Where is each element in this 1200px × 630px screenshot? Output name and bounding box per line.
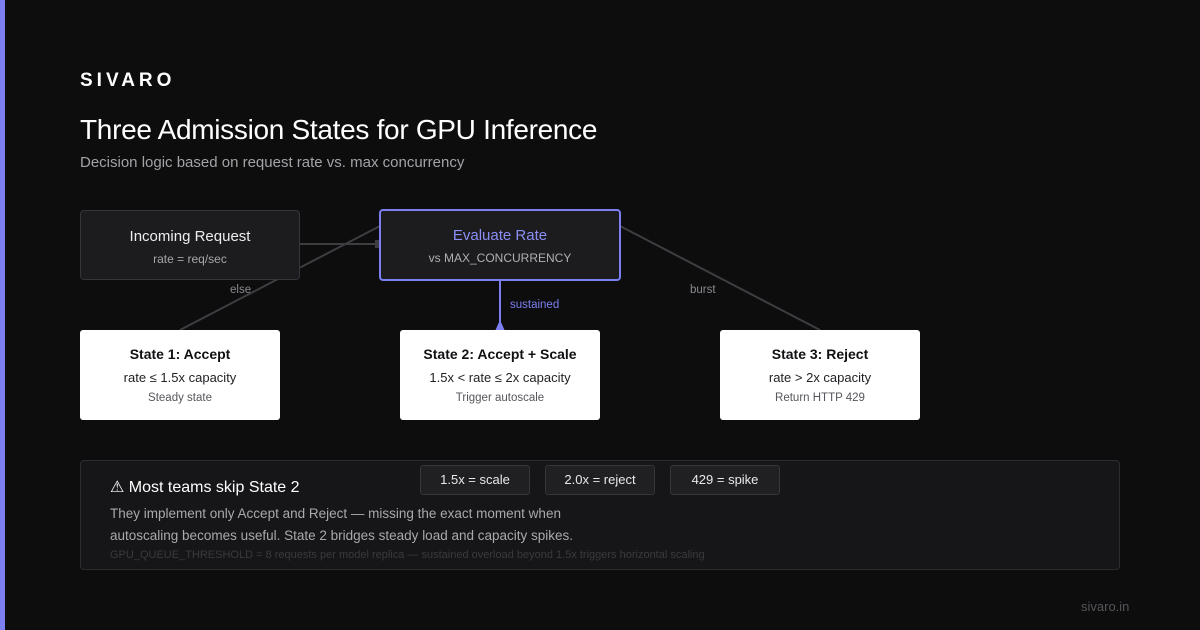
evaluate-rate-node: Evaluate Rate vs MAX_CONCURRENCY <box>379 209 621 281</box>
state-accept-node: State 1: Accept rate ≤ 1.5x capacity Ste… <box>80 330 280 420</box>
incoming-request-node: Incoming Request rate = req/sec <box>80 210 300 280</box>
edge-label-else: else <box>230 284 252 296</box>
accent-bar <box>0 0 5 630</box>
edge-label-burst: burst <box>690 284 716 296</box>
incoming-request-sub: rate = req/sec <box>153 252 227 266</box>
state-note: Return HTTP 429 <box>775 392 865 404</box>
state-accept-scale-node: State 2: Accept + Scale 1.5x < rate ≤ 2x… <box>400 330 600 420</box>
state-note: Trigger autoscale <box>455 392 545 404</box>
threshold-pill-spike: 429 = spike <box>670 465 780 495</box>
state-rule: rate > 2x capacity <box>768 370 872 385</box>
edge-sustained-arrowhead <box>495 320 505 331</box>
evaluate-rate-sub: vs MAX_CONCURRENCY <box>428 251 572 265</box>
edge-label-sustained: sustained <box>510 299 560 311</box>
brand-logo: SIVARO <box>80 70 176 91</box>
incoming-request-title: Incoming Request <box>129 228 251 245</box>
threshold-pill-scale: 1.5x = scale <box>420 465 530 495</box>
callout-footnote: GPU_QUEUE_THRESHOLD = 8 requests per mod… <box>110 549 705 561</box>
footer-url: sivaro.in <box>1081 599 1130 614</box>
page-title: Three Admission States for GPU Inference <box>80 114 598 145</box>
callout-body: They implement only Accept and Reject — … <box>110 506 574 543</box>
threshold-pill-reject: 2.0x = reject <box>545 465 655 495</box>
edge-burst <box>619 225 821 331</box>
state-title: State 1: Accept <box>129 346 231 362</box>
state-note: Steady state <box>148 392 212 404</box>
state-rule: rate ≤ 1.5x capacity <box>123 370 237 385</box>
callout-title: ⚠ Most teams skip State 2 <box>110 479 300 496</box>
state-title: State 3: Reject <box>771 346 869 362</box>
state-title: State 2: Accept + Scale <box>423 346 577 362</box>
state-reject-node: State 3: Reject rate > 2x capacity Retur… <box>720 330 920 420</box>
state-rule: 1.5x < rate ≤ 2x capacity <box>429 370 571 385</box>
page-subtitle: Decision logic based on request rate vs.… <box>80 154 465 171</box>
evaluate-rate-title: Evaluate Rate <box>452 227 548 244</box>
